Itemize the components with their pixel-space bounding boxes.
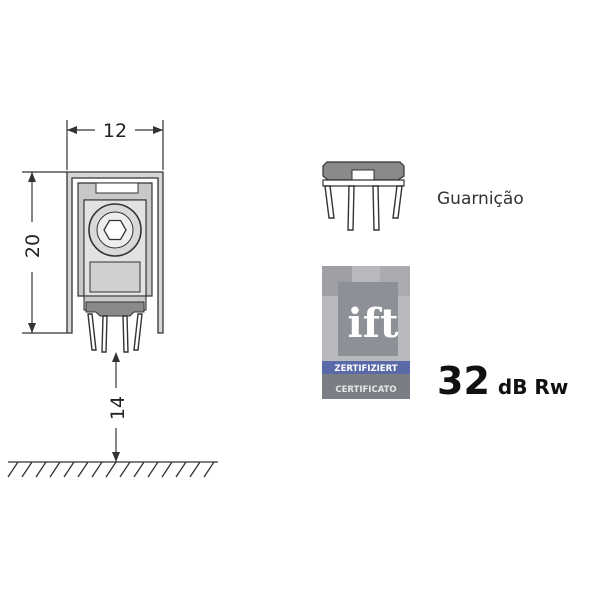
ift-certification-logo: ift ZERTIFIZIERT CERTIFICATO	[322, 266, 410, 399]
seal-profile-fins	[324, 185, 403, 231]
gap-dimension	[112, 352, 120, 462]
seal-profile-drawing	[322, 161, 405, 231]
height-dimension	[22, 171, 67, 334]
gap-dimension-label: 14	[107, 396, 129, 420]
ift-badge-line1: ZERTIFIZIERT	[334, 364, 397, 374]
acoustic-rating-value: 32	[437, 359, 490, 403]
ift-badge-line2: CERTIFICATO	[335, 385, 396, 395]
width-dimension	[66, 120, 164, 170]
profile-cross-section	[66, 171, 164, 353]
width-dimension-label: 12	[103, 120, 127, 142]
acoustic-rating-unit: dB Rw	[497, 375, 569, 399]
hex-socket-icon	[103, 219, 127, 241]
seal-head	[85, 301, 145, 317]
seal-profile-notch	[351, 169, 375, 181]
height-dimension-label: 20	[22, 234, 44, 258]
acoustic-rating: 32 dB Rw	[437, 359, 568, 403]
floor-line	[7, 461, 218, 478]
outer-housing	[66, 171, 164, 334]
seal-label: Guarnição	[437, 189, 524, 209]
ift-logo-text: ift	[348, 300, 399, 347]
top-slot	[95, 182, 139, 194]
seal-fins	[87, 313, 143, 353]
lower-plate	[89, 261, 141, 293]
